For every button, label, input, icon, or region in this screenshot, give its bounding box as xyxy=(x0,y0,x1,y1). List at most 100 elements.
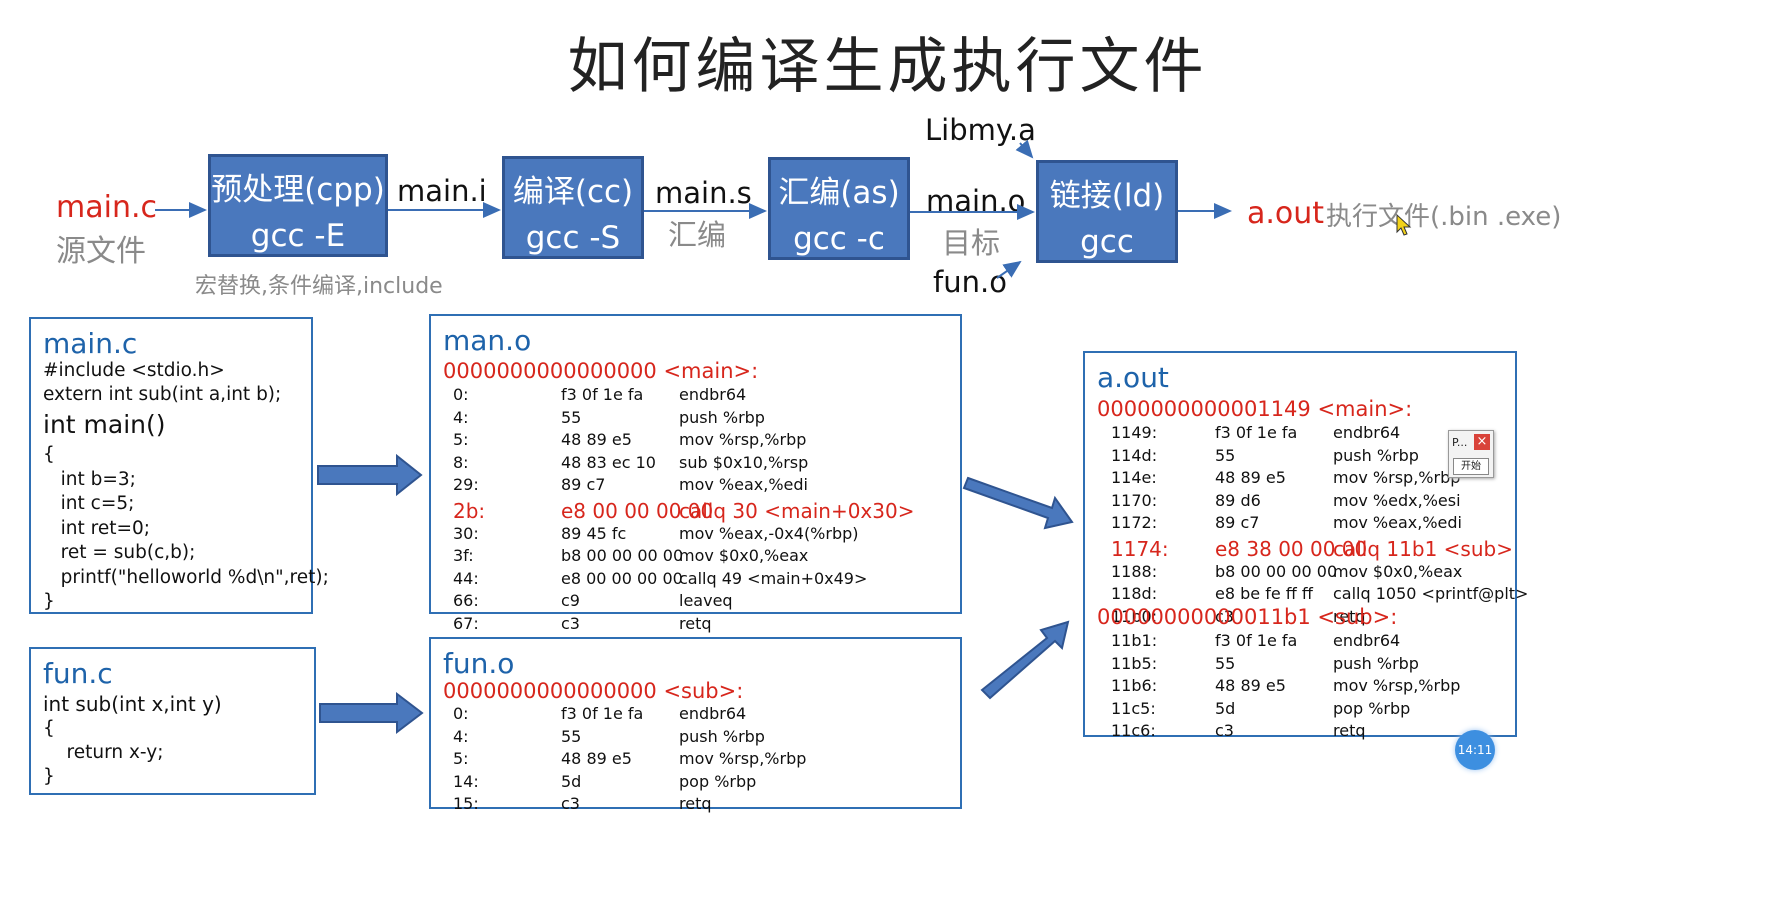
a-out-main-addr: 1172: xyxy=(1111,513,1158,532)
floating-popup[interactable]: P... × 开始 xyxy=(1448,430,1494,478)
man-o-bytes: b8 00 00 00 00 xyxy=(561,546,684,565)
man-o-bytes: 55 xyxy=(561,407,582,427)
stage-compile: 编译(cc) gcc -S xyxy=(502,156,644,259)
man-o-addr: 4: xyxy=(453,407,469,427)
man-o-addr: 30: xyxy=(453,523,479,543)
man-o-bytes: c9 xyxy=(561,591,580,610)
man-o-instr: mov %rsp,%rbp xyxy=(679,430,807,449)
a-out-sub-bytes: c3 xyxy=(1215,721,1234,740)
fun-o-bytes: 55 xyxy=(561,726,582,746)
a-out-main-bytes: 55 xyxy=(1215,445,1236,465)
a-out-main-addr: 1170: xyxy=(1111,490,1158,510)
man-o-instr: mov $0x0,%eax xyxy=(679,546,809,565)
stage-assemble: 汇编(as) gcc -c xyxy=(768,157,910,260)
a-out-main-addr: 1174: xyxy=(1111,536,1169,561)
man-o-bytes: c3 xyxy=(561,613,580,633)
a-out-sub-bytes: 5d xyxy=(1215,698,1236,718)
fun-o-row: 15: c3 retq xyxy=(443,794,953,817)
timer-badge[interactable]: 14:11 xyxy=(1455,730,1495,770)
fun-o-bytes: 5d xyxy=(561,771,582,791)
man-o-addr: 0: xyxy=(453,385,469,404)
a-out-main-instr: callq 11b1 <sub> xyxy=(1333,536,1513,561)
man-o-addr: 29: xyxy=(453,475,479,494)
a-out-main-bytes: b8 00 00 00 00 xyxy=(1215,561,1338,581)
a-out-sub-instr: mov %rsp,%rbp xyxy=(1333,676,1461,695)
a-out-main-instr: mov %eax,%edi xyxy=(1333,513,1462,532)
a-out-main-bytes: 89 d6 xyxy=(1215,490,1261,510)
block-arrow-func-to-funo xyxy=(319,691,424,735)
stage-compile-cmd: gcc -S xyxy=(525,220,621,256)
main-s-desc: 汇编 xyxy=(668,218,727,252)
fun-o-instr: endbr64 xyxy=(679,704,747,723)
man-o-instr: leaveq xyxy=(679,591,733,610)
a-out-panel: a.out 0000000000001149 <main>: 1149: f3 0… xyxy=(1083,351,1528,740)
a-out-main-bytes: c3 xyxy=(1215,606,1234,626)
source-file-label: main.c xyxy=(56,190,157,225)
fun-o-bytes: f3 0f 1e fa xyxy=(561,704,644,723)
fun-o-addr: 14: xyxy=(453,771,479,791)
preprocess-note: 宏替换,条件编译,include xyxy=(195,274,443,299)
fun-c-title: fun.c xyxy=(43,657,113,690)
man-o-instr: callq 49 <main+0x49> xyxy=(679,568,868,588)
a-out-sub-bytes: f3 0f 1e fa xyxy=(1215,631,1298,650)
fun-o-bytes: 48 89 e5 xyxy=(561,749,632,768)
stage-preprocess: 预处理(cpp) gcc -E xyxy=(208,154,388,257)
man-o-instr: retq xyxy=(679,613,712,633)
man-o-instr: push %rbp xyxy=(679,407,765,427)
man-o-instr: mov %eax,-0x4(%rbp) xyxy=(679,523,859,543)
fun-o-instr: retq xyxy=(679,794,712,813)
a-out-sub-instr: pop %rbp xyxy=(1333,698,1411,718)
a-out-main-bytes: 89 c7 xyxy=(1215,513,1260,532)
man-o-panel: man.o 0000000000000000 <main>: 0:f3 0f 1… xyxy=(429,314,962,633)
close-icon[interactable]: × xyxy=(1474,434,1490,450)
fun-o-addr: 15: xyxy=(453,794,479,813)
stage-compile-name: 编译(cc) xyxy=(512,174,634,210)
a-out-main-instr: mov %edx,%esi xyxy=(1333,490,1461,510)
man-o-row: 4: 55 push %rbp xyxy=(443,408,953,431)
block-arrow-mainc-to-mano xyxy=(317,453,423,497)
man-o-symbol: 0000000000000000 <main>: xyxy=(443,359,759,383)
a-out-main-addr: 1188: xyxy=(1111,561,1158,581)
fun-o-addr: 5: xyxy=(453,749,469,768)
fun-o-row: 14: 5d pop %rbp xyxy=(443,772,953,795)
block-arrow-mano-to-aout xyxy=(962,476,1074,530)
fun-o-instr: mov %rsp,%rbp xyxy=(679,749,807,768)
fun-c-panel: fun.c int sub(int x,int y) { return x-y;… xyxy=(29,647,316,795)
a-out-sub-bytes: 55 xyxy=(1215,653,1236,673)
fun-o-addr: 0: xyxy=(453,704,469,723)
a-out-main-symbol: 0000000000001149 <main>: xyxy=(1097,397,1413,421)
a-out-main-bytes: 48 89 e5 xyxy=(1215,468,1286,487)
a-out-title: a.out xyxy=(1097,361,1169,394)
man-o-addr: 8: xyxy=(453,452,469,472)
fun-o-label: fun.o xyxy=(933,265,1007,299)
a-out-main-addr: 1149: xyxy=(1111,423,1158,442)
a-out-main-instr: mov %rsp,%rbp xyxy=(1333,468,1461,487)
man-o-addr: 44: xyxy=(453,568,479,588)
fun-o-bytes: c3 xyxy=(561,794,580,813)
a-out-main-instr: endbr64 xyxy=(1333,423,1401,442)
fun-o-instr: pop %rbp xyxy=(679,771,757,791)
fun-o-row: 5: 48 89 e5 mov %rsp,%rbp xyxy=(443,749,953,772)
a-out-sub-bytes: 48 89 e5 xyxy=(1215,676,1286,695)
main-i-label: main.i xyxy=(397,174,487,208)
main-o-desc: 目标 xyxy=(942,226,1001,260)
output-file-label: a.out xyxy=(1247,196,1325,231)
main-c-extern: extern int sub(int a,int b); xyxy=(43,384,282,405)
popup-start-button[interactable]: 开始 xyxy=(1453,458,1489,475)
